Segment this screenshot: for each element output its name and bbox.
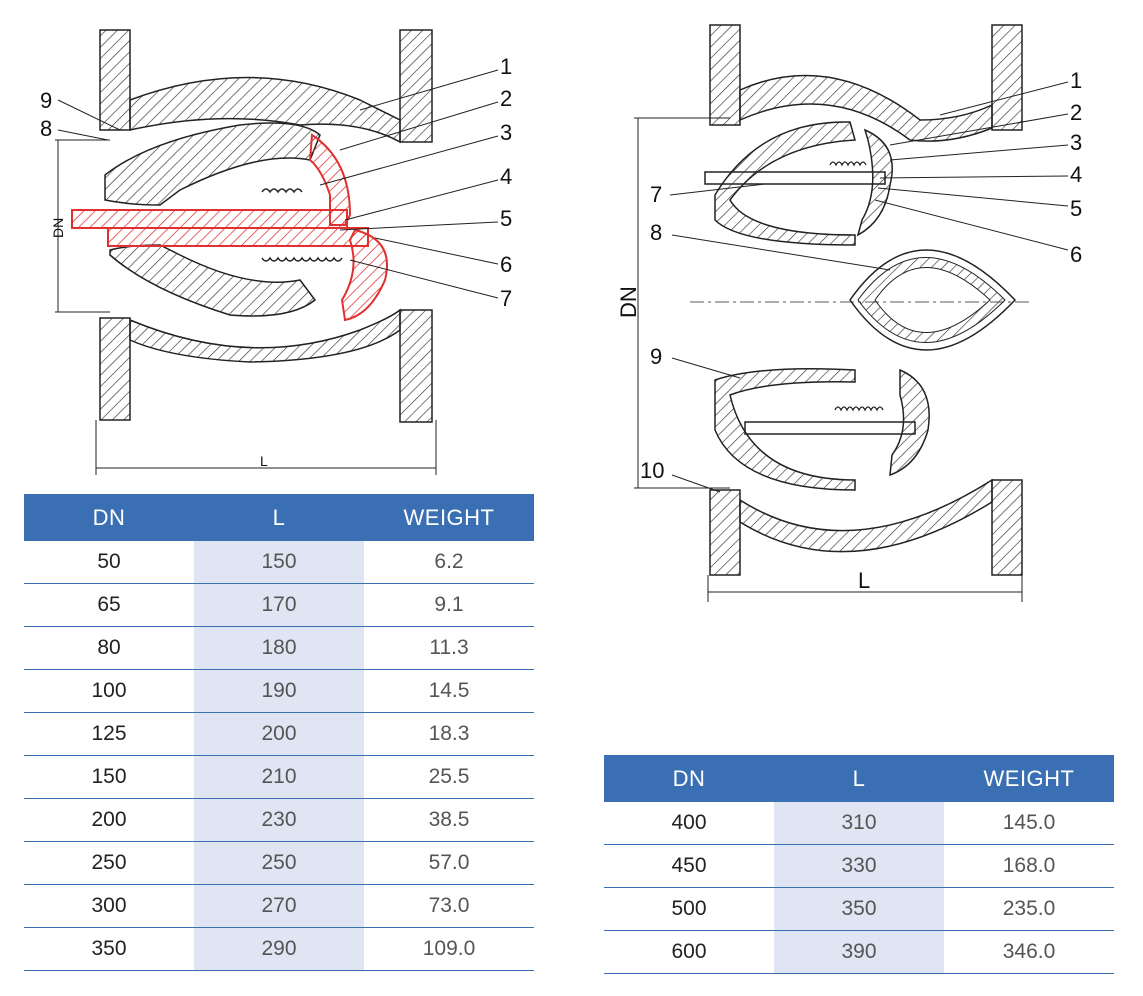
cell-dn: 65 (24, 583, 194, 627)
cell-dn: 450 (604, 844, 774, 888)
cell-dn: 125 (24, 712, 194, 756)
cell-dn: 200 (24, 798, 194, 842)
table-header-row: DN L WEIGHT (24, 494, 534, 541)
cell-weight: 38.5 (364, 798, 534, 842)
table-header-row: DN L WEIGHT (604, 755, 1114, 802)
cell-dn: 500 (604, 887, 774, 931)
cell-l: 270 (194, 884, 364, 928)
cell-dn: 80 (24, 626, 194, 670)
cell-l: 170 (194, 583, 364, 627)
right-length-label: L (858, 568, 870, 593)
cell-weight: 14.5 (364, 669, 534, 713)
right-part-1: 1 (1070, 68, 1082, 93)
cell-l: 390 (774, 930, 944, 974)
cell-weight: 346.0 (944, 930, 1114, 974)
header-weight: WEIGHT (364, 494, 534, 541)
right-dn-label: DN (616, 286, 641, 318)
cell-dn: 400 (604, 802, 774, 845)
cell-weight: 109.0 (364, 927, 534, 971)
left-valve-drawing: DN L 1 2 3 4 5 6 7 8 9 (40, 29, 512, 475)
cell-weight: 25.5 (364, 755, 534, 799)
cell-dn: 150 (24, 755, 194, 799)
cell-l: 200 (194, 712, 364, 756)
cell-weight: 57.0 (364, 841, 534, 885)
cell-l: 350 (774, 887, 944, 931)
left-length-label: L (260, 453, 268, 469)
cell-weight: 11.3 (364, 626, 534, 670)
cell-l: 330 (774, 844, 944, 888)
cell-weight: 6.2 (364, 541, 534, 584)
cell-weight: 9.1 (364, 583, 534, 627)
header-dn: DN (24, 494, 194, 541)
left-part-9: 9 (40, 88, 52, 113)
cell-dn: 250 (24, 841, 194, 885)
cell-dn: 100 (24, 669, 194, 713)
cell-weight: 235.0 (944, 887, 1114, 931)
cell-l: 190 (194, 669, 364, 713)
left-part-1: 1 (500, 54, 512, 79)
left-part-7: 7 (500, 286, 512, 311)
cell-dn: 300 (24, 884, 194, 928)
cell-l: 180 (194, 626, 364, 670)
cell-dn: 350 (24, 927, 194, 971)
right-part-10: 10 (640, 458, 664, 483)
cell-weight: 73.0 (364, 884, 534, 928)
header-dn: DN (604, 755, 774, 802)
right-part-9: 9 (650, 344, 662, 369)
right-part-8: 8 (650, 220, 662, 245)
cell-dn: 50 (24, 541, 194, 584)
left-part-6: 6 (500, 252, 512, 277)
left-part-2: 2 (500, 86, 512, 111)
cell-weight: 168.0 (944, 844, 1114, 888)
left-part-3: 3 (500, 120, 512, 145)
right-part-6: 6 (1070, 242, 1082, 267)
header-l: L (194, 494, 364, 541)
header-l: L (774, 755, 944, 802)
cell-l: 230 (194, 798, 364, 842)
cell-weight: 145.0 (944, 802, 1114, 845)
cell-l: 210 (194, 755, 364, 799)
left-part-8: 8 (40, 116, 52, 141)
cell-dn: 600 (604, 930, 774, 974)
cell-weight: 18.3 (364, 712, 534, 756)
right-valve-drawing: DN L 1 2 3 4 5 6 7 8 9 10 (616, 24, 1082, 602)
right-part-3: 3 (1070, 130, 1082, 155)
left-part-5: 5 (500, 206, 512, 231)
cell-l: 250 (194, 841, 364, 885)
right-part-4: 4 (1070, 162, 1082, 187)
header-weight: WEIGHT (944, 755, 1114, 802)
cell-l: 150 (194, 541, 364, 584)
left-dn-label: DN (50, 218, 66, 238)
cell-l: 290 (194, 927, 364, 971)
right-part-2: 2 (1070, 100, 1082, 125)
left-part-4: 4 (500, 164, 512, 189)
right-part-7: 7 (650, 182, 662, 207)
right-part-5: 5 (1070, 196, 1082, 221)
cell-l: 310 (774, 802, 944, 845)
